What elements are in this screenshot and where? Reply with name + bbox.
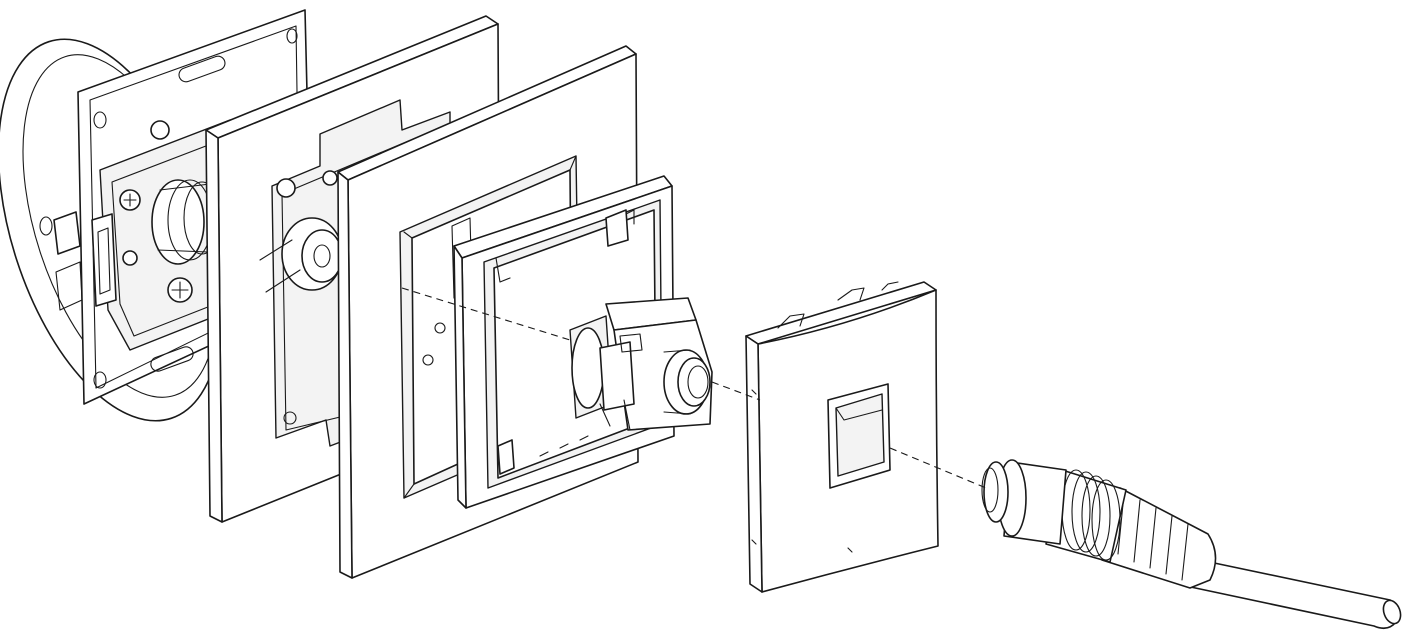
coax-adapter	[569, 297, 713, 431]
coax-plug-cable	[981, 459, 1402, 630]
center-axis	[401, 287, 987, 489]
cover-plate	[745, 281, 939, 593]
